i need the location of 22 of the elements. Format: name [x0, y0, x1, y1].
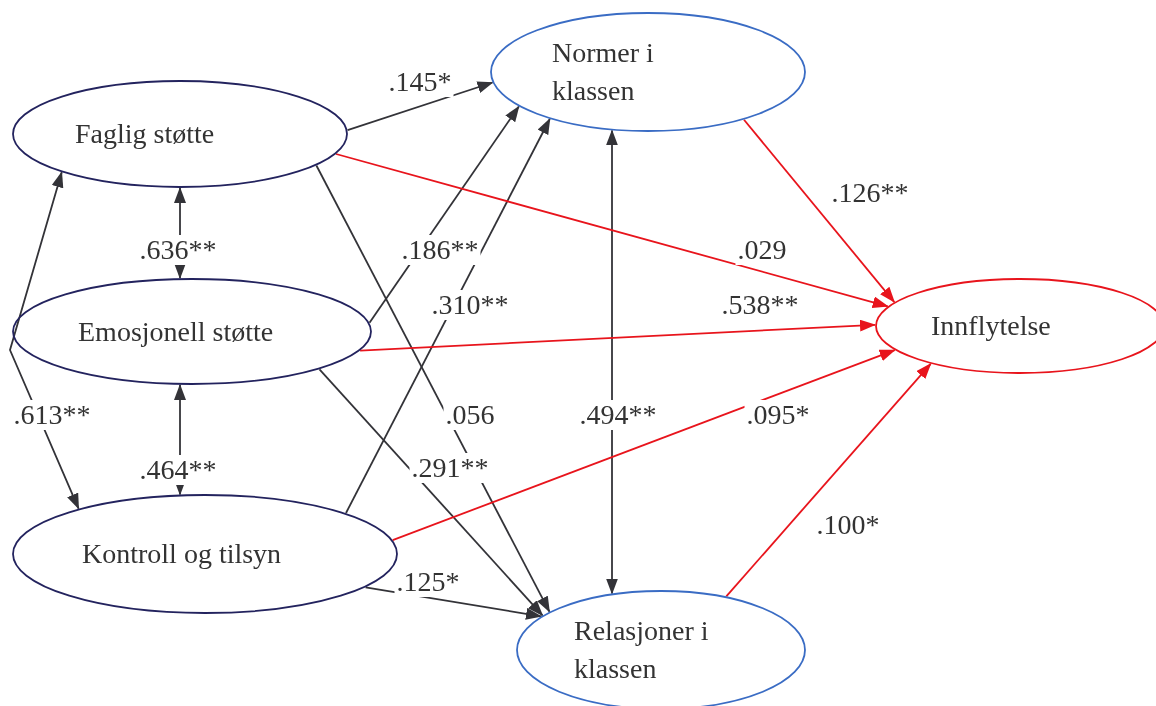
ellipse-node — [12, 278, 372, 385]
edge-label: .291** — [409, 453, 491, 483]
arrow — [346, 81, 494, 131]
arrow — [315, 164, 551, 613]
ellipse-node — [12, 80, 348, 188]
node-label: Normer i klassen — [552, 36, 655, 108]
node-label: Innflytelse — [931, 309, 1051, 343]
ellipse-node — [12, 494, 398, 614]
arrow — [335, 153, 889, 309]
arrow — [743, 118, 896, 303]
arrow — [359, 319, 876, 352]
node-label: Kontroll og tilsyn — [82, 537, 282, 571]
ellipse-node — [490, 12, 806, 132]
double-headed-arrow — [606, 129, 618, 595]
node-label: Emosjonell støtte — [78, 314, 274, 349]
node-label: Relasjoner i klassen — [574, 614, 710, 686]
double-headed-arrow — [9, 171, 80, 510]
arrow — [725, 362, 932, 598]
arrow — [318, 368, 544, 617]
arrow — [345, 118, 551, 514]
node-label: Faglig støtte — [75, 117, 215, 151]
arrow — [391, 349, 896, 541]
